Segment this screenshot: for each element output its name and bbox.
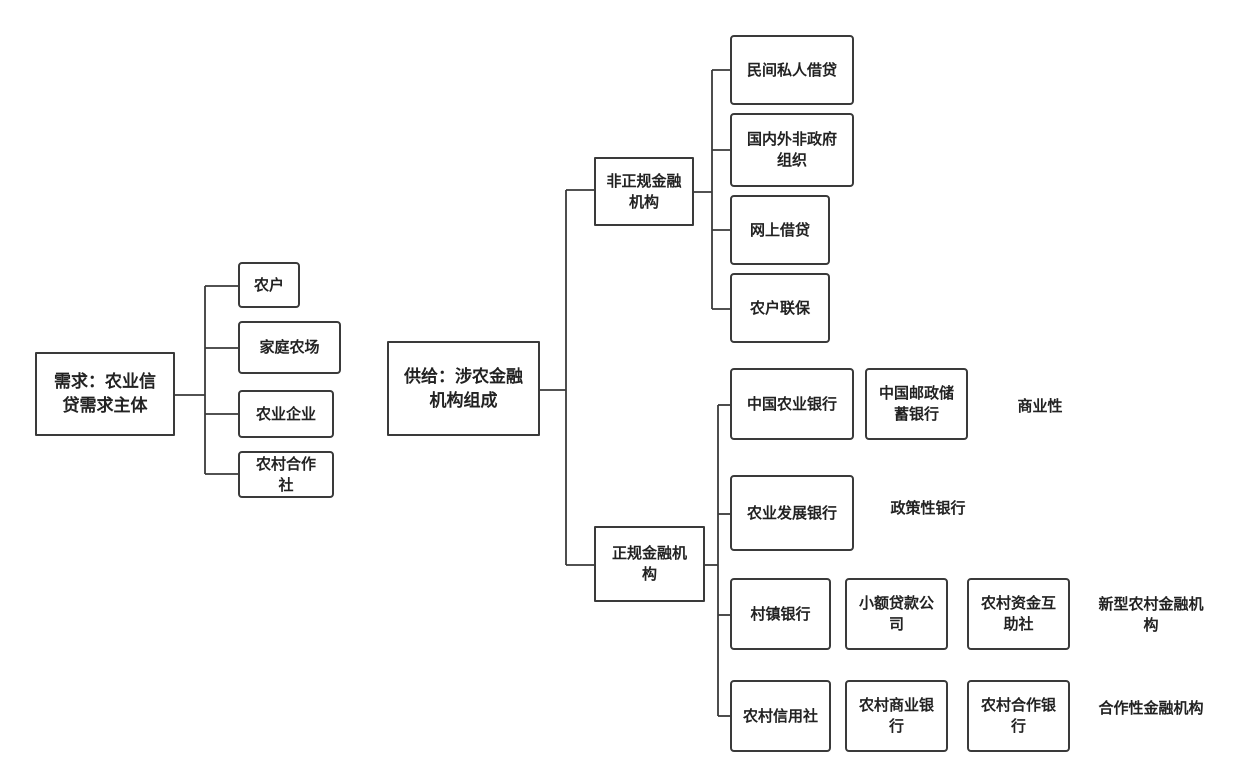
category-cooperative-finance: 合作性金融机构 xyxy=(1098,699,1204,717)
demand-child-family-farm: 家庭农场 xyxy=(238,321,341,374)
formal-rural-credit-coop: 农村信用社 xyxy=(730,680,831,752)
formal-agri-development-bank: 农业发展银行 xyxy=(730,475,854,551)
informal-child-joint-guarantee: 农户联保 xyxy=(730,273,830,343)
informal-child-private-lending: 民间私人借贷 xyxy=(730,35,854,105)
supply-root-node: 供给：涉农金融 机构组成 xyxy=(387,341,540,436)
formal-postal-savings-bank: 中国邮政储 蓄银行 xyxy=(865,368,968,440)
informal-child-ngo: 国内外非政府 组织 xyxy=(730,113,854,187)
informal-finance-node: 非正规金融 机构 xyxy=(594,157,694,226)
demand-child-rural-coop: 农村合作 社 xyxy=(238,451,334,498)
formal-rural-mutual-fund: 农村资金互 助社 xyxy=(967,578,1070,650)
formal-rural-commercial-bank: 农村商业银 行 xyxy=(845,680,948,752)
formal-village-bank: 村镇银行 xyxy=(730,578,831,650)
demand-child-agri-enterprise: 农业企业 xyxy=(238,390,334,438)
formal-microcredit-company: 小额贷款公 司 xyxy=(845,578,948,650)
formal-rural-cooperative-bank: 农村合作银 行 xyxy=(967,680,1070,752)
formal-finance-node: 正规金融机 构 xyxy=(594,526,705,602)
informal-child-online-lending: 网上借贷 xyxy=(730,195,830,265)
category-new-rural-finance: 新型农村金融机 构 xyxy=(1098,595,1204,634)
demand-child-farmers: 农户 xyxy=(238,262,300,308)
demand-root-node: 需求：农业信 贷需求主体 xyxy=(35,352,175,436)
category-policy-bank: 政策性银行 xyxy=(890,499,966,517)
formal-abc-bank: 中国农业银行 xyxy=(730,368,854,440)
category-commercial: 商业性 xyxy=(1017,397,1063,415)
